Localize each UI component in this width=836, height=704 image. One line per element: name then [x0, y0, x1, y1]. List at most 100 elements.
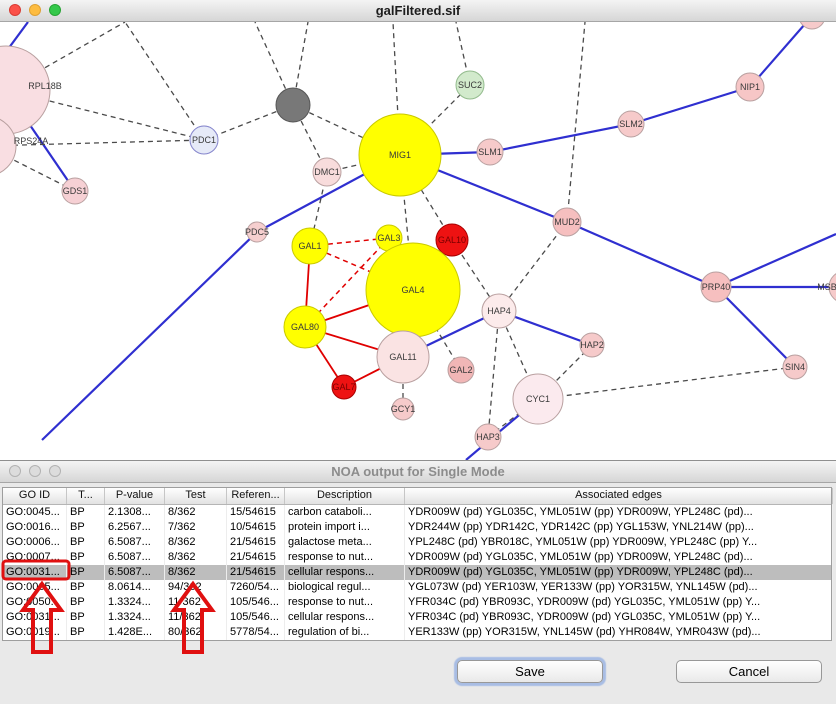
table-cell: BP [67, 625, 105, 640]
node-gds1[interactable] [61, 177, 89, 205]
graph-edge[interactable] [566, 22, 586, 223]
graph-edge[interactable] [715, 232, 836, 289]
node-msb[interactable] [828, 271, 836, 303]
graph-edge[interactable] [537, 366, 796, 400]
node-hap2[interactable] [579, 332, 605, 358]
node-label: HAP3 [476, 432, 500, 442]
column-header-description[interactable]: Description [285, 488, 405, 504]
node-label: PDC5 [245, 227, 269, 237]
node-gal7[interactable] [331, 374, 357, 400]
node-label: SLM2 [619, 119, 643, 129]
close-button-icon[interactable] [9, 4, 21, 16]
node-rps24a[interactable] [0, 116, 17, 176]
column-header-test[interactable]: Test [165, 488, 227, 504]
graph-edge[interactable] [715, 286, 796, 368]
graph-edge[interactable] [203, 104, 294, 141]
graph-window-titlebar[interactable]: galFiltered.sif [0, 0, 836, 22]
node-label: SIN4 [785, 362, 805, 372]
column-header-p-value[interactable]: P-value [105, 488, 165, 504]
node-hap3[interactable] [474, 423, 502, 451]
graph-edge[interactable] [399, 84, 471, 156]
node-prp40[interactable] [700, 271, 732, 303]
node-label: HAP4 [487, 306, 511, 316]
node-gal1[interactable] [291, 227, 329, 265]
column-header-referen[interactable]: Referen... [227, 488, 285, 504]
table-cell: 105/546... [227, 595, 285, 610]
output-window-titlebar[interactable]: NOA output for Single Mode [0, 461, 836, 483]
zoom-button-icon[interactable] [49, 465, 61, 477]
node-label: SUC2 [458, 80, 482, 90]
node-gray[interactable] [275, 87, 311, 123]
graph-edge[interactable] [566, 220, 717, 289]
node-tr[interactable] [799, 22, 825, 30]
table-cell: GO:0045... [3, 505, 67, 520]
table-cell: 2.1308... [105, 505, 165, 520]
graph-edge[interactable] [5, 89, 205, 141]
cancel-button[interactable]: Cancel [676, 660, 822, 683]
save-button[interactable]: Save [457, 660, 603, 683]
node-dmc1[interactable] [312, 157, 342, 187]
node-mig1[interactable] [358, 113, 442, 197]
graph-edge[interactable] [124, 22, 205, 141]
close-button-icon[interactable] [9, 465, 21, 477]
table-cell: 10/54615 [227, 520, 285, 535]
node-gal2[interactable] [447, 356, 475, 384]
node-gal11[interactable] [376, 330, 430, 384]
graph-edge[interactable] [41, 231, 258, 441]
graph-edge[interactable] [0, 139, 205, 147]
minimize-button-icon[interactable] [29, 4, 41, 16]
node-sin4[interactable] [782, 354, 808, 380]
node-nip1[interactable] [735, 72, 765, 102]
table-cell: GO:0031... [3, 565, 67, 580]
graph-edge[interactable] [487, 310, 500, 438]
node-label: MSB [817, 282, 836, 292]
table-cell: 8/362 [165, 535, 227, 550]
table-cell: response to nut... [285, 550, 405, 565]
node-cyc1[interactable] [512, 373, 564, 425]
node-mud2[interactable] [552, 207, 582, 237]
table-cell: GO:0065... [3, 580, 67, 595]
column-header-associated-edges[interactable]: Associated edges [405, 488, 833, 504]
window-controls [9, 465, 61, 477]
node-suc2[interactable] [455, 70, 485, 100]
column-header-go-id[interactable]: GO ID [3, 488, 67, 504]
node-slm2[interactable] [617, 110, 645, 138]
graph-edge[interactable] [498, 221, 568, 312]
node-label: GAL3 [377, 233, 400, 243]
minimize-button-icon[interactable] [29, 465, 41, 477]
node-gal10[interactable] [435, 223, 469, 257]
zoom-button-icon[interactable] [49, 4, 61, 16]
graph-edge[interactable] [489, 122, 632, 154]
column-header-t[interactable]: T... [67, 488, 105, 504]
table-cell: biological regul... [285, 580, 405, 595]
graph-edge[interactable] [630, 85, 751, 126]
table-cell: YDR009W (pd) YGL035C, YML051W (pp) YDR00… [405, 550, 833, 565]
graph-edge[interactable] [254, 22, 294, 106]
node-slm1[interactable] [476, 138, 504, 166]
node-pdc1[interactable] [189, 125, 219, 155]
node-gal80[interactable] [283, 305, 327, 349]
table-cell: 1.428E... [105, 625, 165, 640]
node-hap4[interactable] [481, 293, 517, 329]
table-cell: GO:0016... [3, 520, 67, 535]
node-label: DMC1 [314, 167, 340, 177]
graph-window-title: galFiltered.sif [375, 3, 461, 18]
node-pdc5[interactable] [246, 221, 268, 243]
node-gcy1[interactable] [391, 397, 415, 421]
graph-edge[interactable] [498, 310, 539, 400]
graph-edge[interactable] [749, 22, 812, 88]
table-cell: BP [67, 505, 105, 520]
table-cell: 21/54615 [227, 550, 285, 565]
graph-edge[interactable] [292, 104, 401, 156]
